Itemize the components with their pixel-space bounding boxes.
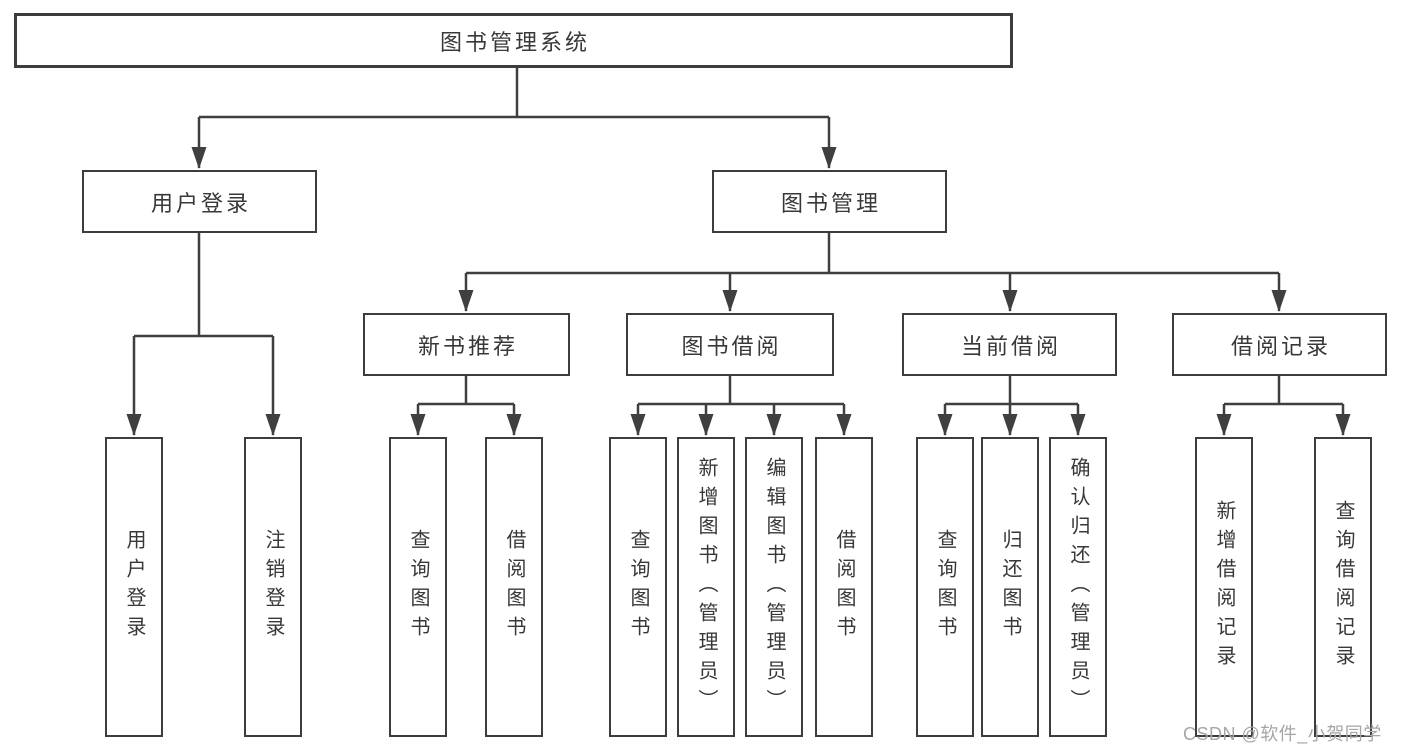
node-current-borrow-label: 当前借阅 xyxy=(960,333,1061,359)
node-library-system-label: 图书管理系统 xyxy=(439,29,590,55)
leaf-add-books-admin: 新增图书（管理员） xyxy=(677,437,735,737)
leaf-user-login-label: 用户登录 xyxy=(123,529,145,645)
leaf-add-borrow-record: 新增借阅记录 xyxy=(1195,437,1253,737)
leaf-borrow-books-recommend: 借阅图书 xyxy=(485,437,543,737)
node-library-system: 图书管理系统 xyxy=(14,13,1013,68)
node-book-management-label: 图书管理 xyxy=(780,190,881,216)
node-new-book-recommend: 新书推荐 xyxy=(363,313,570,376)
node-current-borrow: 当前借阅 xyxy=(902,313,1117,376)
leaf-add-borrow-record-label: 新增借阅记录 xyxy=(1213,500,1235,674)
node-borrow-records-label: 借阅记录 xyxy=(1230,333,1331,359)
leaf-borrow-books: 借阅图书 xyxy=(815,437,873,737)
leaf-logout-label: 注销登录 xyxy=(262,529,284,645)
leaf-user-login: 用户登录 xyxy=(105,437,163,737)
leaf-edit-books-admin-label: 编辑图书（管理员） xyxy=(763,456,785,718)
node-user-login: 用户登录 xyxy=(82,170,317,233)
leaf-confirm-return-admin-label: 确认归还（管理员） xyxy=(1067,456,1089,718)
leaf-query-borrow-record: 查询借阅记录 xyxy=(1314,437,1372,737)
leaf-query-books-recommend: 查询图书 xyxy=(389,437,447,737)
leaf-query-books-borrow-label: 查询图书 xyxy=(627,529,649,645)
node-book-management: 图书管理 xyxy=(712,170,947,233)
leaf-logout: 注销登录 xyxy=(244,437,302,737)
leaf-query-books-current-label: 查询图书 xyxy=(934,529,956,645)
leaf-borrow-books-recommend-label: 借阅图书 xyxy=(503,529,525,645)
leaf-add-books-admin-label: 新增图书（管理员） xyxy=(695,456,717,718)
leaf-confirm-return-admin: 确认归还（管理员） xyxy=(1049,437,1107,737)
node-book-borrow-label: 图书借阅 xyxy=(681,333,782,359)
leaf-query-books-borrow: 查询图书 xyxy=(609,437,667,737)
leaf-return-books: 归还图书 xyxy=(981,437,1039,737)
node-new-book-recommend-label: 新书推荐 xyxy=(417,333,518,359)
node-borrow-records: 借阅记录 xyxy=(1172,313,1387,376)
node-book-borrow: 图书借阅 xyxy=(626,313,834,376)
leaf-query-borrow-record-label: 查询借阅记录 xyxy=(1332,500,1354,674)
csdn-watermark: CSDN @软件_小贺同学 xyxy=(1183,724,1382,744)
node-user-login-label: 用户登录 xyxy=(150,190,251,216)
leaf-query-books-recommend-label: 查询图书 xyxy=(407,529,429,645)
leaf-query-books-current: 查询图书 xyxy=(916,437,974,737)
leaf-borrow-books-label: 借阅图书 xyxy=(833,529,855,645)
leaf-edit-books-admin: 编辑图书（管理员） xyxy=(745,437,803,737)
leaf-return-books-label: 归还图书 xyxy=(999,529,1021,645)
